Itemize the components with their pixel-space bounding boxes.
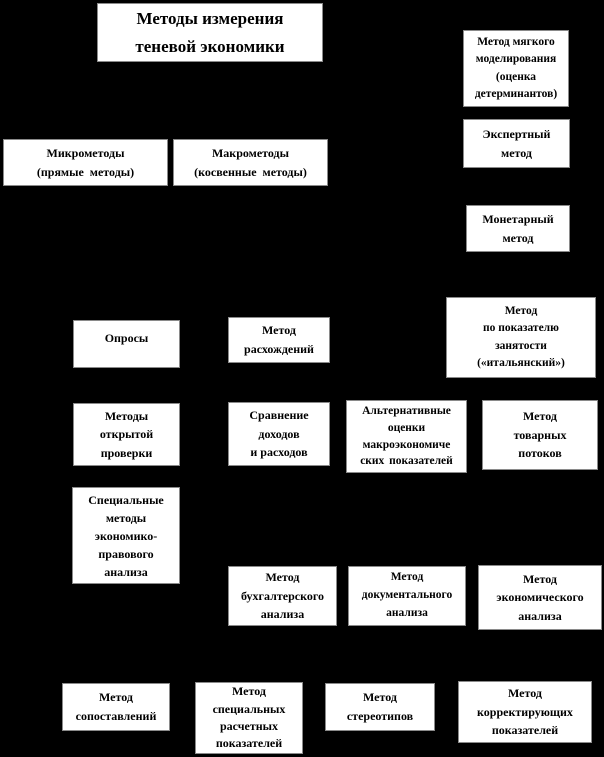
box-documentary-analysis-method: Метод документального анализа bbox=[348, 566, 466, 626]
box-commodity-flows-method: Метод товарных потоков bbox=[482, 400, 598, 470]
box-stereotypes-method: Метод стереотипов bbox=[325, 683, 435, 731]
box-alternative-macro-estimates: Альтернативные оценки макроэкономиче ски… bbox=[346, 400, 467, 473]
box-employment-indicator-method: Метод по показателю занятости («итальянс… bbox=[446, 297, 596, 378]
box-micro-methods: Микрометоды (прямые методы) bbox=[3, 139, 168, 186]
box-accounting-analysis-method: Метод бухгалтерского анализа bbox=[228, 566, 337, 626]
box-macro-methods: Макрометоды (косвенные методы) bbox=[173, 139, 328, 186]
box-discrepancy-method: Метод расхождений bbox=[228, 317, 330, 363]
box-economic-analysis-method: Метод экономического анализа bbox=[478, 565, 602, 630]
box-special-calculated-indicators: Метод специальных расчетных показателей bbox=[195, 682, 303, 754]
box-income-expense-comparison: Сравнение доходов и расходов bbox=[228, 402, 330, 466]
box-surveys: Опросы bbox=[73, 320, 180, 368]
box-special-economic-legal-methods: Специальные методы экономико- правового … bbox=[72, 487, 180, 584]
box-correcting-indicators-method: Метод корректирующих показателей bbox=[458, 681, 592, 743]
box-soft-modeling-method: Метод мягкого моделирования (оценка дете… bbox=[463, 30, 569, 107]
box-comparison-method: Метод сопоставлений bbox=[62, 683, 170, 731]
box-open-check-methods: Методы открытой проверки bbox=[73, 403, 180, 466]
box-monetary-method: Монетарный метод bbox=[466, 205, 570, 252]
box-expert-method: Экспертный метод bbox=[463, 119, 570, 168]
diagram-title-box: Методы измерения теневой экономики bbox=[97, 3, 323, 62]
